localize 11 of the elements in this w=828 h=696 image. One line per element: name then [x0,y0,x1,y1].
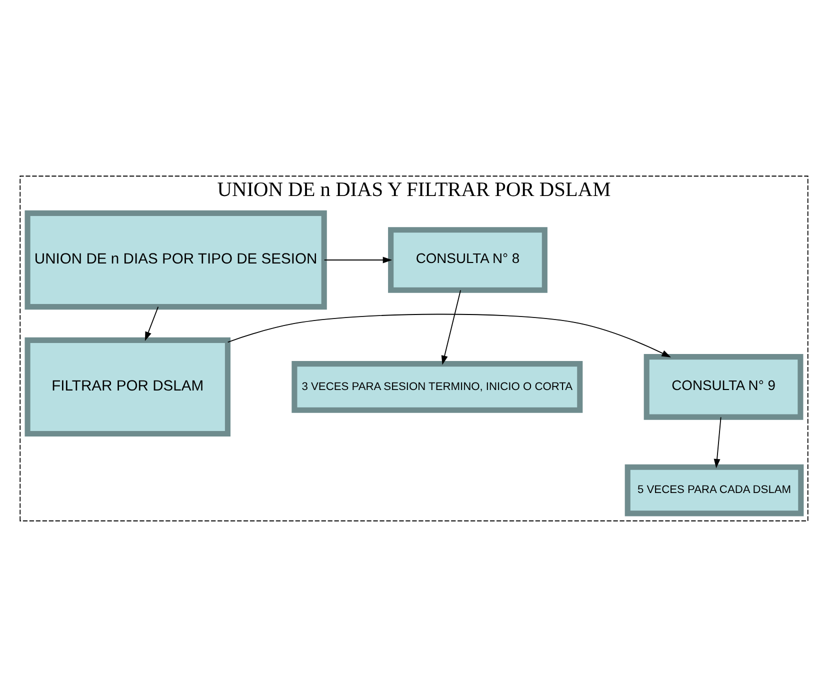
arrow [324,256,392,263]
node-box: UNION DE n DIAS POR TIPO DE SESION [24,210,327,310]
node-box: CONSULTA N° 9 [644,354,804,420]
arrow [714,416,722,468]
node-box: 3 VECES PARA SESION TERMINO, INICIO O CORTA [292,360,583,412]
node-box: FILTRAR POR DSLAM [24,336,230,436]
arrow [144,306,159,341]
arrow [441,289,462,364]
node-box: CONSULTA N° 8 [388,226,548,292]
arrow [227,313,671,357]
node-box: 5 VECES PARA CADA DSLAM [624,464,804,516]
